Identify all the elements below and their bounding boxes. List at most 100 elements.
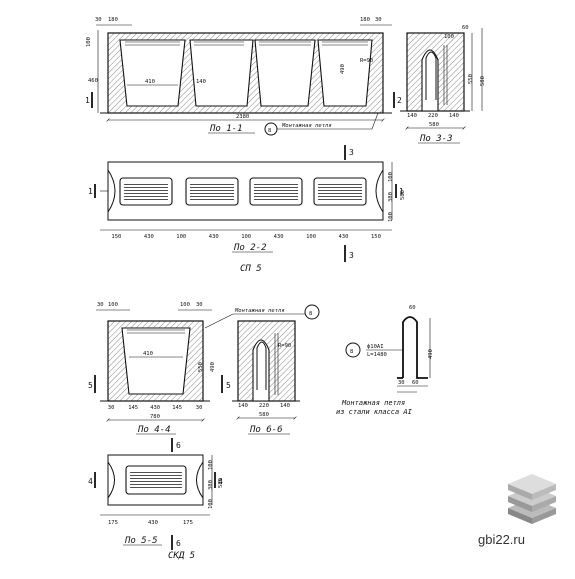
plan-dim-right-3: 100 <box>388 212 394 222</box>
plan-dim-bottom-3: 100 <box>176 234 186 240</box>
callout-number: 8 <box>268 128 271 134</box>
dim-top-1: 30 <box>95 17 102 23</box>
stacked-slabs-icon <box>508 474 556 524</box>
loop-rebar <box>402 316 428 379</box>
section-4-4: 30 100 100 30 410 550 490 5 5 30 145 430 14… <box>88 302 231 435</box>
radius-6-6: R=90 <box>278 343 291 349</box>
plan-sd5-caption: СКД 5 <box>168 551 195 561</box>
plan-caption: СП 5 <box>240 264 262 274</box>
loop-dim-bottom-1: 30 <box>398 380 405 386</box>
plan-marker-3-top: 3 <box>349 148 354 157</box>
section-4-4-title: По 4-4 <box>137 425 171 435</box>
dim-3-3-total: 580 <box>429 122 439 128</box>
callout-mounting-loop: 8 Монтажная петля <box>264 112 379 136</box>
dim-top-3: 180 <box>360 17 370 23</box>
dim-3-3-top-1: 60 <box>462 25 469 31</box>
dim-6-6-total: 580 <box>259 412 269 418</box>
dim-right-height: 490 <box>340 64 346 74</box>
dim-3-3-bottom-3: 140 <box>449 113 459 119</box>
plan-sd5-dim-right-4: 580 <box>218 478 224 488</box>
plan-marker-1-right: 1 <box>399 187 404 196</box>
plan-sd5-dim-bottom-2: 430 <box>148 520 158 526</box>
loop-callout-number: 8 <box>350 349 353 355</box>
dim-inner-gap: 140 <box>196 79 206 85</box>
plan-sp5: 1 1 3 3 100 380 100 580 150 430 100 430 100 4… <box>88 145 406 274</box>
void-2 <box>189 39 254 107</box>
loop-dim-bottom-2: 60 <box>412 380 419 386</box>
section-3-3-title: По 3-3 <box>419 134 453 144</box>
section-title: По 1-1 <box>209 124 243 134</box>
plan-dim-right-2: 380 <box>388 192 394 202</box>
plan-dim-bottom-9: 150 <box>371 234 381 240</box>
plan-dim-right-4: 580 <box>400 190 406 200</box>
section-marker-1: 1 <box>85 96 90 105</box>
dim-left-bottom: 460 <box>88 78 98 84</box>
dim-4-4-h2: 490 <box>210 362 216 372</box>
loop-rebar-spec: ф10АI <box>367 344 384 350</box>
plan-marker-1-left: 1 <box>88 187 93 196</box>
void-4 <box>317 39 373 107</box>
dim-6-6-bottom-2: 220 <box>259 403 269 409</box>
dim-6-6-bottom-1: 140 <box>238 403 248 409</box>
dim-4-4-bottom-4: 145 <box>172 405 182 411</box>
radius-label: R=90 <box>360 58 373 64</box>
section-6-6-title: По 6-6 <box>249 425 283 435</box>
plan-sd5-dim-right-1: 100 <box>208 460 214 470</box>
plan-dim-bottom-6: 430 <box>274 234 284 240</box>
plan-dim-bottom-5: 100 <box>241 234 251 240</box>
loop-dim-top: 60 <box>409 305 416 311</box>
plan-sd5-marker-6-top: 6 <box>176 441 181 450</box>
plan-dim-right-1: 100 <box>388 172 394 182</box>
plan-sd5-title: По 5-5 <box>124 536 158 546</box>
dim-3-3-top-2: 100 <box>444 34 454 40</box>
dim-3-3-bottom-2: 220 <box>428 113 438 119</box>
dim-4-4-bottom-1: 30 <box>108 405 115 411</box>
plan-sd5-marker-4-left: 4 <box>88 477 93 486</box>
plan-sd5-marker-4-right: 4 <box>218 477 223 486</box>
plan-sd5-dim-right-2: 380 <box>208 480 214 490</box>
section-3-3: 60 100 550 580 140 220 140 580 По 3-3 <box>400 25 486 144</box>
plan-sd5-marker-6-bottom: 6 <box>176 539 181 548</box>
dim-4-4-h1: 550 <box>198 362 204 372</box>
watermark-text: gbi22.ru <box>478 532 525 547</box>
plan-sd5-dim-right-3: 100 <box>208 499 214 509</box>
void-4-4 <box>121 327 191 395</box>
dim-inner-width: 410 <box>145 79 155 85</box>
loop-caption-2: из стали класса АI <box>336 408 413 416</box>
dim-4-4-top-3: 100 <box>180 302 190 308</box>
plan-dim-bottom-7: 100 <box>306 234 316 240</box>
callout-2-label: Монтажная петля <box>234 308 285 314</box>
dim-3-3-bottom-1: 140 <box>407 113 417 119</box>
loop-detail: 60 490 8 ф10АI L=1480 30 60 Монтажная пе… <box>336 305 434 416</box>
marker-5-right: 5 <box>226 381 231 390</box>
plan-dim-bottom-4: 430 <box>209 234 219 240</box>
dim-3-3-right-1: 550 <box>468 74 474 84</box>
callout-2-circle <box>304 304 320 320</box>
dim-4-4-top-1: 30 <box>97 302 104 308</box>
marker-5-left: 5 <box>88 381 93 390</box>
dim-top-4: 30 <box>375 17 382 23</box>
dim-3-3-right-2: 580 <box>480 76 486 86</box>
dim-left-top: 100 <box>86 37 92 47</box>
dim-4-4-top-2: 100 <box>108 302 118 308</box>
plan-dim-bottom-8: 430 <box>339 234 349 240</box>
callout-2-number: 8 <box>309 311 312 317</box>
dim-total-length: 2380 <box>236 114 249 120</box>
void-3 <box>254 39 316 107</box>
section-marker-2: 2 <box>397 96 402 105</box>
dim-4-4-total: 780 <box>150 414 160 420</box>
plan-marker-3-bottom: 3 <box>349 251 354 260</box>
callout-label: Монтажная петля <box>281 123 332 129</box>
dim-4-4-bottom-2: 145 <box>128 405 138 411</box>
plan-dim-bottom-2: 430 <box>144 234 154 240</box>
void-1 <box>119 39 186 107</box>
loop-length-spec: L=1480 <box>367 352 387 358</box>
dim-top-2: 180 <box>108 17 118 23</box>
loop-channel-6-6 <box>252 339 270 401</box>
section-1-1: 30 180 180 30 100 460 410 140 490 R=90 2… <box>85 17 402 134</box>
dim-4-4-bottom-3: 430 <box>150 405 160 411</box>
dim-4-4-top-4: 30 <box>196 302 203 308</box>
dim-4-4-inner: 410 <box>143 351 153 357</box>
